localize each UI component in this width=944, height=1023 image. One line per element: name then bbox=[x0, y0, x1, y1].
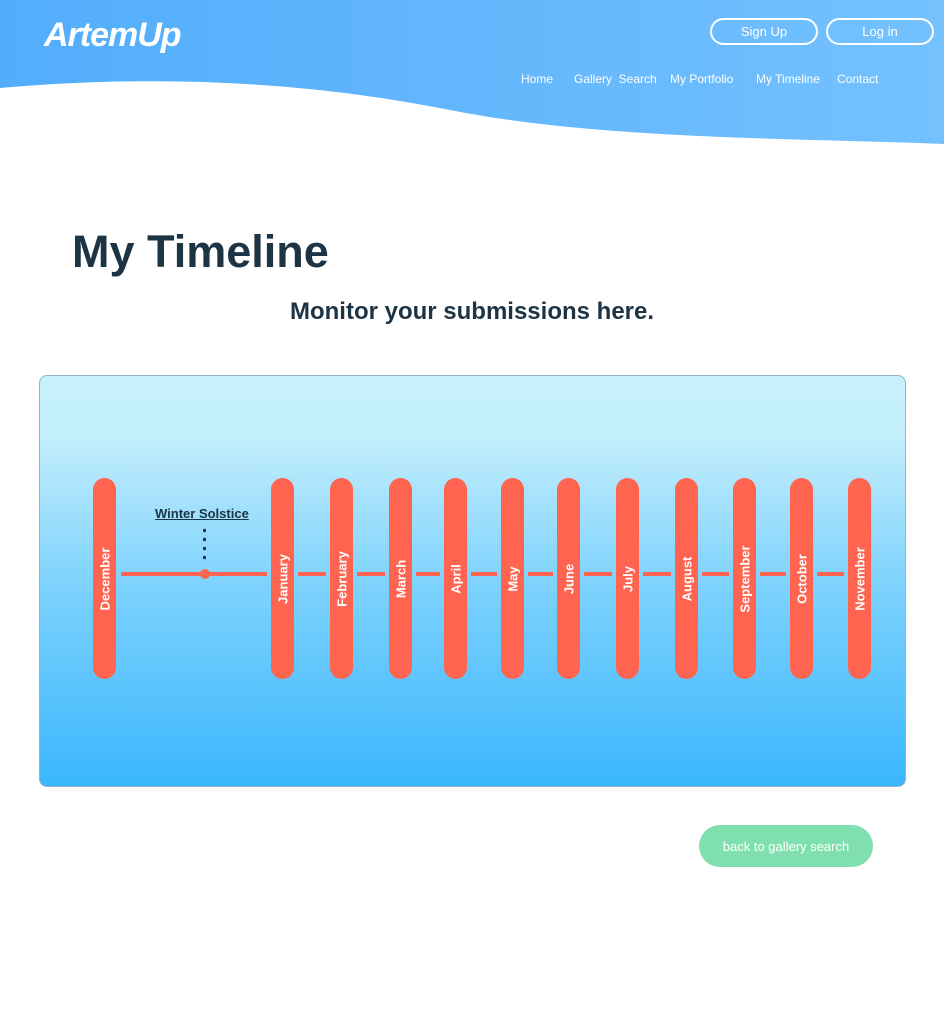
timeline-connector bbox=[528, 572, 553, 576]
timeline-connector bbox=[760, 572, 786, 576]
sign-up-button[interactable]: Sign Up bbox=[710, 18, 818, 45]
event-label[interactable]: Winter Solstice bbox=[155, 506, 249, 521]
page-subtitle: Monitor your submissions here. bbox=[289, 298, 655, 325]
month-bar-november[interactable]: November bbox=[848, 478, 871, 679]
month-bar-june[interactable]: June bbox=[557, 478, 580, 679]
month-label: December bbox=[97, 547, 112, 610]
month-label: March bbox=[393, 559, 408, 598]
timeline-connector bbox=[471, 572, 497, 576]
month-bar-december[interactable]: December bbox=[93, 478, 116, 679]
timeline-connector bbox=[817, 572, 844, 576]
timeline-connector bbox=[298, 572, 326, 576]
month-label: November bbox=[852, 546, 867, 611]
month-bar-may[interactable]: May bbox=[501, 478, 524, 679]
month-bar-august[interactable]: August bbox=[675, 478, 698, 679]
month-bar-april[interactable]: April bbox=[444, 478, 467, 679]
nav-contact[interactable]: Contact bbox=[837, 72, 879, 86]
timeline-connector bbox=[702, 572, 729, 576]
timeline-connector bbox=[643, 572, 671, 576]
header-wave-background bbox=[0, 0, 944, 144]
timeline-connector bbox=[121, 572, 267, 576]
event-dotted-line bbox=[203, 526, 206, 564]
month-bar-september[interactable]: September bbox=[733, 478, 756, 679]
log-in-button[interactable]: Log in bbox=[826, 18, 934, 45]
month-bar-march[interactable]: March bbox=[389, 478, 412, 679]
timeline-connector bbox=[416, 572, 440, 576]
nav-my-timeline[interactable]: My Timeline bbox=[756, 72, 821, 86]
page-title: My Timeline bbox=[72, 226, 329, 277]
month-label: August bbox=[679, 556, 694, 601]
month-label: October bbox=[794, 553, 809, 604]
month-label: May bbox=[505, 565, 520, 592]
nav-gallery-search[interactable]: Gallery Search bbox=[574, 72, 657, 86]
month-bar-february[interactable]: February bbox=[330, 478, 353, 679]
month-label: January bbox=[275, 553, 290, 604]
nav-my-portfolio[interactable]: My Portfolio bbox=[670, 72, 734, 86]
back-to-gallery-search-button[interactable]: back to gallery search bbox=[699, 825, 873, 867]
nav-home[interactable]: Home bbox=[521, 72, 554, 86]
month-bar-january[interactable]: January bbox=[271, 478, 294, 679]
month-label: September bbox=[737, 544, 752, 613]
month-bar-july[interactable]: July bbox=[616, 478, 639, 679]
timeline-panel: Winter Solstice December January February M… bbox=[39, 375, 906, 787]
month-label: April bbox=[448, 563, 463, 594]
header: ArtemUp Sign Up Log in Home Gallery Sear… bbox=[0, 0, 944, 150]
month-label: July bbox=[620, 565, 635, 592]
logo[interactable]: ArtemUp bbox=[44, 16, 182, 54]
timeline-connector bbox=[584, 572, 612, 576]
month-label: June bbox=[561, 563, 576, 594]
month-bar-october[interactable]: October bbox=[790, 478, 813, 679]
month-label: February bbox=[334, 550, 349, 607]
timeline-connector bbox=[357, 572, 385, 576]
